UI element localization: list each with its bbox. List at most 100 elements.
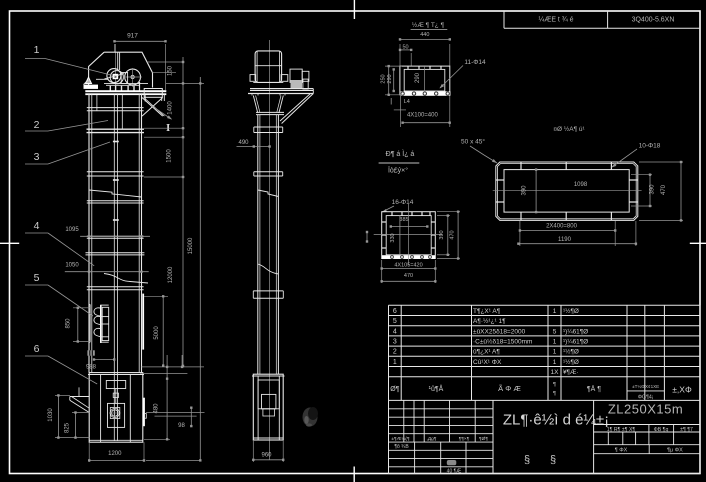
svg-text:470: 470 <box>450 230 456 239</box>
svg-text:¹)¼61¶Ø: ¹)¼61¶Ø <box>563 339 588 346</box>
svg-text:ΦΒ ¶g: ΦΒ ¶g <box>654 427 669 433</box>
svg-text:470: 470 <box>404 273 413 279</box>
svg-text:6: 6 <box>34 343 40 355</box>
svg-text:A¶·½¹¿¹ 1¶: A¶·½¹¿¹ 1¶ <box>473 317 506 325</box>
svg-text:¶μ ΦΧ: ¶μ ΦΧ <box>667 448 683 454</box>
svg-text:1: 1 <box>553 349 557 356</box>
svg-text:1200: 1200 <box>108 451 122 457</box>
svg-text:1X: 1X <box>551 369 560 376</box>
svg-text:ZL¶·ê½ì d é¼±¡: ZL¶·ê½ì d é¼±¡ <box>503 412 609 429</box>
svg-text:T¶¿X¹ A¶: T¶¿X¹ A¶ <box>473 308 501 315</box>
svg-text:¤Ø ½A¶ ú¹: ¤Ø ½A¶ ú¹ <box>553 125 585 133</box>
svg-text:1¶ R¶ ±¶ X¶: 1¶ R¶ ±¶ X¶ <box>607 427 636 433</box>
svg-text:¹½¶Ø: ¹½¶Ø <box>563 307 579 315</box>
svg-text:10-Φ18: 10-Φ18 <box>639 143 661 150</box>
svg-text:±¶ ¶7: ±¶ ¶7 <box>680 427 693 433</box>
svg-text:960: 960 <box>261 453 272 459</box>
svg-text:290: 290 <box>387 74 393 83</box>
svg-text:3: 3 <box>393 339 397 346</box>
svg-text:98: 98 <box>178 423 185 429</box>
svg-text:±,XΦ: ±,XΦ <box>672 385 692 395</box>
svg-text:¶: ¶ <box>553 382 556 388</box>
svg-text:850: 850 <box>66 318 72 329</box>
svg-text:±T¼ΦX¢1XE: ±T¼ΦX¢1XE <box>632 384 659 389</box>
svg-text:5000: 5000 <box>154 326 160 340</box>
svg-text:50: 50 <box>402 45 408 51</box>
svg-text:825: 825 <box>65 422 71 433</box>
svg-text:¼ÆE t ¾ é: ¼ÆE t ¾ é <box>538 17 573 24</box>
svg-text:12000: 12000 <box>168 266 174 283</box>
svg-text:3: 3 <box>34 151 40 163</box>
svg-text:4X105=420: 4X105=420 <box>394 262 422 268</box>
svg-text:1: 1 <box>553 339 557 346</box>
svg-text:û¶¿X¹ A¶: û¶¿X¹ A¶ <box>473 349 500 356</box>
svg-text:Ã Φ Æ: Ã Φ Æ <box>498 384 521 393</box>
svg-text:¶Ä ¶: ¶Ä ¶ <box>587 385 601 393</box>
svg-text:2X400=800: 2X400=800 <box>546 224 578 230</box>
svg-text:¶õ ¾B: ¶õ ¾B <box>394 444 409 450</box>
svg-text:¶¶×¶: ¶¶×¶ <box>459 436 470 442</box>
svg-text:470: 470 <box>661 184 667 195</box>
svg-text:·C±û½δ18=1500mm: ·C±û½δ18=1500mm <box>473 338 532 346</box>
svg-text:¹)¼61¶Ø: ¹)¼61¶Ø <box>563 328 588 335</box>
svg-text:Ð¶ á Ì¿ á: Ð¶ á Ì¿ á <box>386 149 415 158</box>
svg-text:ΦG¶4¡: ΦG¶4¡ <box>638 395 654 401</box>
svg-text:1098: 1098 <box>574 182 588 188</box>
svg-text:¹½¶Ø: ¹½¶Ø <box>563 348 579 356</box>
svg-text:16-Φ14: 16-Φ14 <box>392 199 414 206</box>
svg-text:Ïò£ý×°: Ïò£ý×° <box>388 167 408 175</box>
svg-text:±¶Æ¼(¶: ±¶Æ¼(¶ <box>391 436 410 442</box>
svg-text:15000: 15000 <box>188 237 194 254</box>
svg-text:250: 250 <box>381 74 387 83</box>
svg-text:¹û¶Å: ¹û¶Å <box>429 384 444 393</box>
svg-text:150: 150 <box>168 65 174 76</box>
svg-text:2: 2 <box>393 349 397 356</box>
svg-text:¶: ¶ <box>553 391 556 397</box>
svg-text:§: § <box>524 454 530 466</box>
svg-text:3Q400-5.6XN: 3Q400-5.6XN <box>632 17 675 24</box>
svg-text:440: 440 <box>420 32 429 38</box>
svg-text:480: 480 <box>154 403 160 414</box>
svg-text:4X100=400: 4X100=400 <box>407 113 439 119</box>
svg-text:1: 1 <box>393 359 397 366</box>
svg-text:290: 290 <box>415 72 421 83</box>
svg-text:,Дϱ¶: ,Дϱ¶ <box>427 436 437 442</box>
svg-text:1: 1 <box>34 44 40 56</box>
svg-text:1190: 1190 <box>558 237 572 243</box>
svg-text:988: 988 <box>86 365 97 371</box>
svg-text:5: 5 <box>393 318 397 325</box>
svg-text:5: 5 <box>553 328 557 335</box>
svg-text:ZL250X15m: ZL250X15m <box>608 402 683 417</box>
svg-text:330: 330 <box>390 233 396 242</box>
svg-text:1500: 1500 <box>167 149 173 163</box>
svg-text:1400: 1400 <box>168 101 174 115</box>
svg-text:50 x 45°: 50 x 45° <box>461 138 485 146</box>
svg-text:6: 6 <box>393 308 397 315</box>
svg-text:§: § <box>550 454 556 466</box>
svg-text:917: 917 <box>127 33 138 40</box>
svg-text:1095: 1095 <box>65 227 79 233</box>
svg-text:1: 1 <box>553 359 557 366</box>
svg-text:¥¶Æ·: ¥¶Æ· <box>563 369 579 376</box>
svg-text:4: 4 <box>34 220 40 232</box>
svg-text:½Æ ¶ T¿ ¶: ½Æ ¶ T¿ ¶ <box>412 21 445 29</box>
svg-text:5: 5 <box>34 272 40 284</box>
svg-text:¶ ΦΧ: ¶ ΦΧ <box>615 448 628 454</box>
svg-text:Ø¶: Ø¶ <box>390 386 399 393</box>
svg-text:2: 2 <box>34 119 40 131</box>
svg-text:390: 390 <box>650 184 656 195</box>
svg-text:385: 385 <box>399 217 408 223</box>
svg-text:40 ¶Æ: 40 ¶Æ <box>447 469 462 475</box>
svg-text:L4: L4 <box>404 99 410 105</box>
svg-text:390: 390 <box>522 185 528 196</box>
svg-text:1: 1 <box>553 308 557 315</box>
svg-text:¹½¶Ø: ¹½¶Ø <box>563 358 579 366</box>
svg-text:±ûXX25δ18=2000: ±ûXX25δ18=2000 <box>473 328 526 335</box>
svg-text:Cû¹X¹ ΦΧ: Cû¹X¹ ΦΧ <box>473 359 502 366</box>
svg-text:11-Φ14: 11-Φ14 <box>464 59 486 66</box>
svg-text:390: 390 <box>439 230 445 239</box>
svg-text:¶Ø¶: ¶Ø¶ <box>479 436 488 442</box>
svg-text:4: 4 <box>393 328 397 335</box>
svg-text:1030: 1030 <box>48 408 54 422</box>
svg-text:1050: 1050 <box>65 263 79 269</box>
